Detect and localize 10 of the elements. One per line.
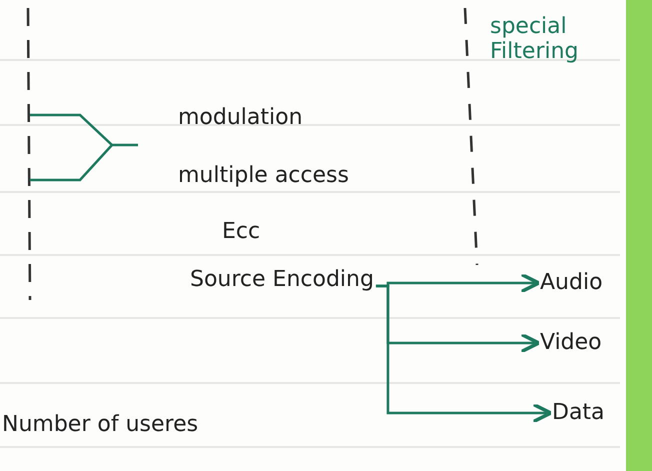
arrow <box>376 284 552 424</box>
note-text: modulation <box>178 100 303 136</box>
note-text: Data <box>552 395 605 431</box>
note-text: Source Encoding <box>190 262 374 298</box>
note-text: special Filtering <box>490 14 580 64</box>
note-text: Ecc <box>222 214 260 250</box>
note-text: Video <box>540 325 602 361</box>
note-text: multiple access <box>178 158 349 194</box>
note-text: Number of useres <box>2 412 198 437</box>
note-text: Audio <box>540 265 603 301</box>
